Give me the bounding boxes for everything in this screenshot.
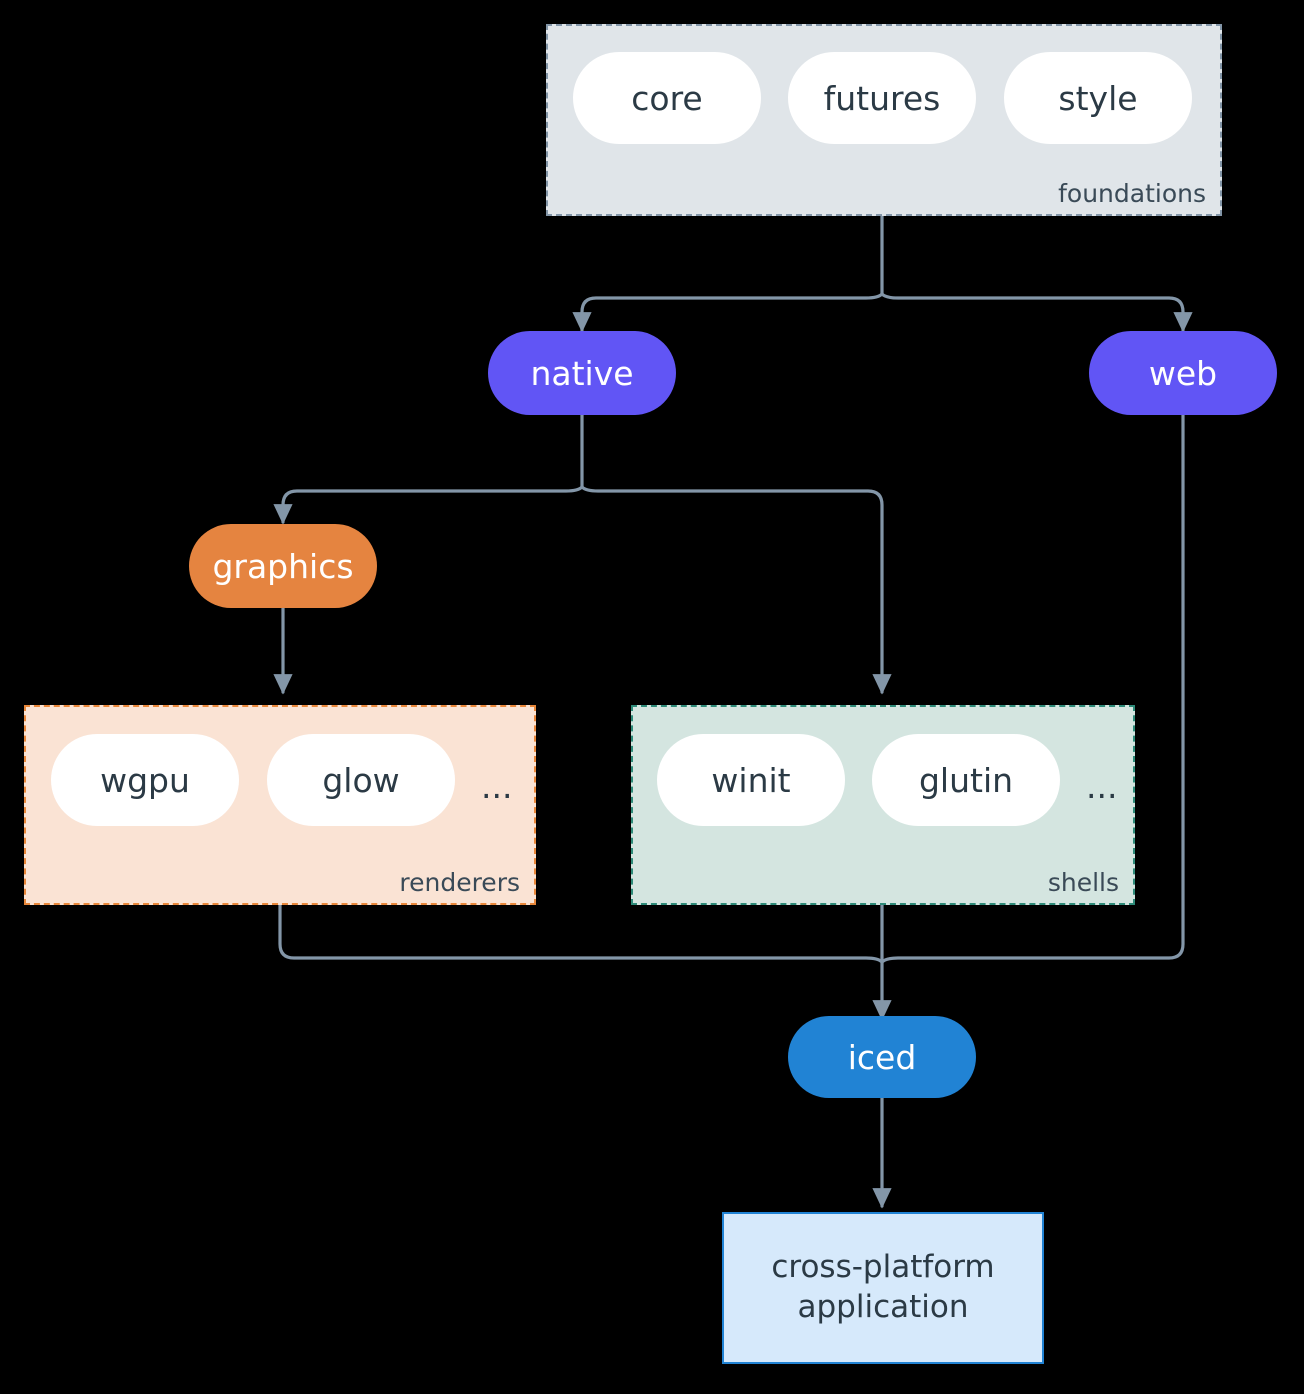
node-futures-label: futures xyxy=(823,78,941,118)
node-core-label: core xyxy=(631,78,703,118)
node-futures[interactable]: futures xyxy=(788,52,976,144)
edge-foundations-native xyxy=(572,292,884,333)
cluster-shells-label: shells xyxy=(1047,868,1119,897)
node-winit-label: winit xyxy=(711,760,791,800)
node-iced[interactable]: iced xyxy=(788,1016,976,1098)
edge-renderers-iced xyxy=(278,903,884,964)
edge-foundations-web xyxy=(880,292,1193,333)
edge-native-shells xyxy=(580,485,892,695)
edge-native-graphics xyxy=(273,485,584,525)
node-application-line1: cross-platform xyxy=(771,1249,995,1286)
node-wgpu-label: wgpu xyxy=(100,760,190,800)
cluster-renderers-label: renderers xyxy=(399,868,520,897)
node-core[interactable]: core xyxy=(573,52,761,144)
node-shells-more[interactable]: ... xyxy=(1086,770,1117,803)
node-winit[interactable]: winit xyxy=(657,734,845,826)
node-iced-label: iced xyxy=(847,1037,917,1077)
node-application[interactable]: cross-platform application xyxy=(722,1212,1044,1364)
node-application-line2: application xyxy=(797,1289,969,1325)
node-shells-more-label: ... xyxy=(1086,767,1118,806)
node-native[interactable]: native xyxy=(488,331,676,415)
node-graphics-label: graphics xyxy=(212,546,354,586)
node-graphics[interactable]: graphics xyxy=(189,524,377,608)
node-glutin[interactable]: glutin xyxy=(872,734,1060,826)
node-web[interactable]: web xyxy=(1089,331,1277,415)
node-renderers-more-label: ... xyxy=(481,767,513,806)
node-web-label: web xyxy=(1148,353,1218,393)
node-native-label: native xyxy=(530,353,634,393)
node-glutin-label: glutin xyxy=(918,760,1014,800)
cluster-foundations-label: foundations xyxy=(1058,179,1206,208)
node-glow-label: glow xyxy=(322,760,400,800)
node-glow[interactable]: glow xyxy=(267,734,455,826)
node-style[interactable]: style xyxy=(1004,52,1192,144)
node-renderers-more[interactable]: ... xyxy=(481,770,512,803)
node-wgpu[interactable]: wgpu xyxy=(51,734,239,826)
node-style-label: style xyxy=(1058,78,1138,118)
